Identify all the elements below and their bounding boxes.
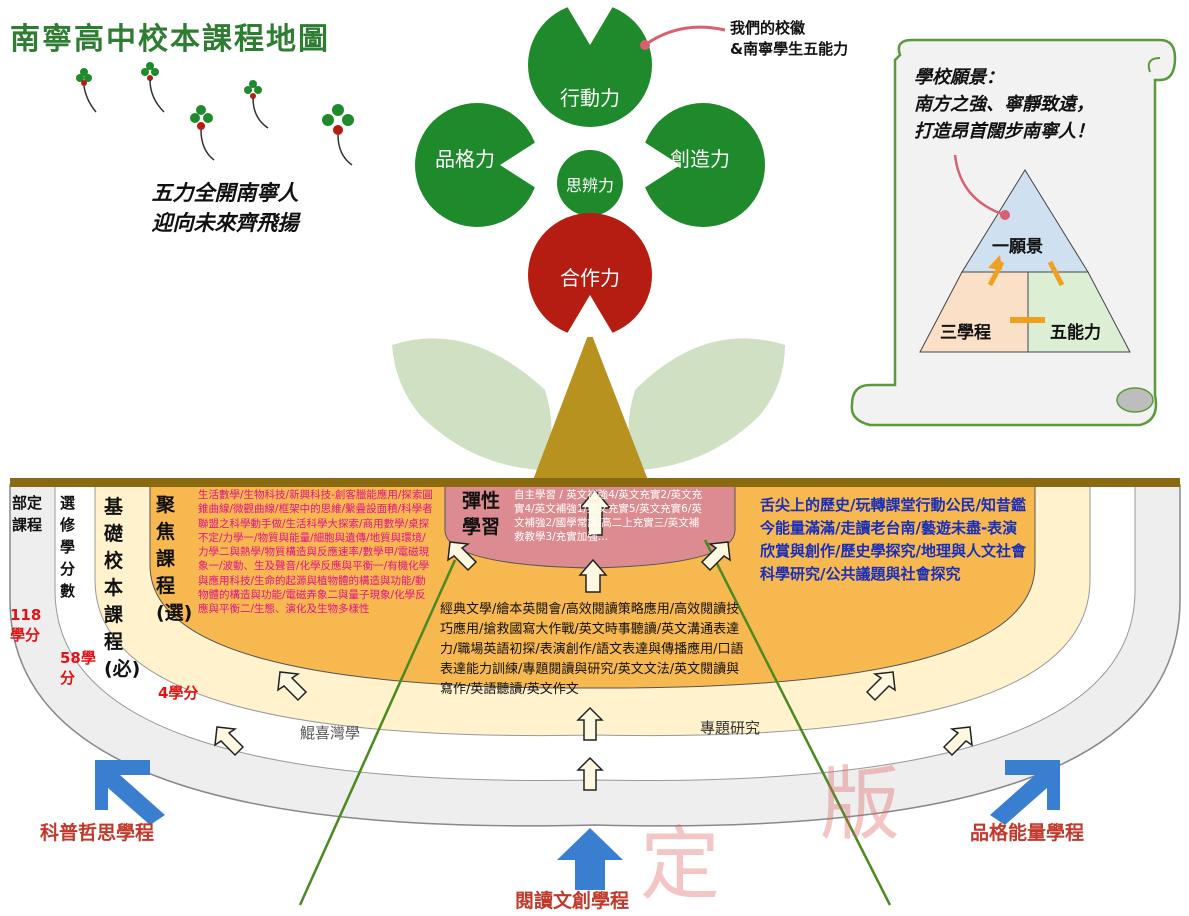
program-arrows: [95, 760, 1060, 890]
ability-thinking: 思辨力: [565, 176, 614, 195]
badge-pointer: [644, 25, 726, 47]
taiwan-studies-label: 鯤喜灣學: [300, 724, 361, 742]
ability-action: 行動力: [560, 86, 620, 110]
petal-creativity: [641, 103, 765, 227]
right-leaf: [628, 338, 785, 470]
clover-icon: [76, 62, 354, 166]
page-title: 南寧高中校本課程地圖: [10, 22, 330, 57]
ability-character: 品格力: [435, 147, 495, 171]
ring-elective-label: 選修學分數: [60, 494, 76, 600]
program-reading: 閱讀文創學程: [515, 890, 630, 912]
badge-note: 我們的校徽 &南寧學生五能力: [730, 18, 848, 60]
ability-cooperation: 合作力: [560, 266, 620, 290]
focus-courses: 生活數學/生物科技/新興科技-創客臘能應用/探索圓錐曲線/微觀曲線/框架中的思維…: [198, 489, 433, 616]
divider-left: [298, 559, 457, 906]
ground-bar: [10, 478, 1180, 487]
humanities-courses: 舌尖上的歷史/玩轉課堂行動公民/知昔鑑今能量滿滿/走讀老台南/藝遊未盡-表演欣賞…: [760, 496, 1026, 583]
vision-text: 學校願景： 南方之強、寧靜致遠， 打造昂首闊步南寧人！: [914, 64, 1154, 145]
badge-note-line-2: &南寧學生五能力: [730, 40, 849, 58]
ministry-credits: 118學分: [10, 606, 42, 644]
watermark-char-2: 版: [820, 758, 900, 851]
petal-thinking: [557, 150, 623, 216]
focus-credits: 4學分: [158, 684, 199, 702]
ring-ministry-label: 部定課程: [12, 494, 43, 534]
vision-line-1: 南方之強、寧靜致遠，: [914, 94, 1094, 115]
vision-heading: 學校願景：: [914, 67, 1004, 88]
ring-basic-label: 基礎校本課程(必): [104, 496, 141, 680]
research-label: 專題研究: [700, 719, 761, 737]
up-arrows: [214, 488, 973, 791]
vision-pyramid: [919, 154, 1131, 353]
program-character: 品格能量學程: [970, 822, 1085, 844]
pyramid-programs: 三學程: [940, 323, 991, 343]
vision-line-2: 打造昂首闊步南寧人！: [914, 121, 1094, 142]
language-courses: 經典文學/繪本英閱會/高效閱讀策略應用/高效閱讀技巧應用/搶救國寫大作戰/英文時…: [440, 602, 744, 697]
ring-flex-label: 彈性學習: [461, 490, 500, 538]
ability-creativity: 創造力: [670, 147, 730, 171]
slogan: 五力全開南寧人 迎向未來齊飛揚: [120, 178, 330, 238]
left-leaf: [392, 338, 552, 470]
elective-credits: 58學分: [60, 649, 96, 687]
slogan-line-2: 迎向未來齊飛揚: [151, 211, 299, 235]
divider-right: [703, 539, 892, 906]
badge-note-line-1: 我們的校徽: [730, 19, 806, 37]
petal-character: [415, 103, 539, 227]
ring-focus-label: 聚焦課程(選): [156, 494, 193, 624]
petal-cooperation: [528, 213, 652, 337]
stem-triangle: [533, 330, 648, 480]
petal-action: [528, 3, 652, 127]
flex-courses: 自主學習 / 英文補強4/英文充實2/英文充實4/英文補強1/英文充實5/英文充…: [514, 489, 703, 543]
program-science: 科普哲思學程: [40, 822, 155, 844]
watermark-char-1: 定: [640, 818, 720, 911]
slogan-line-1: 五力全開南寧人: [151, 181, 299, 205]
pyramid-abilities: 五能力: [1050, 323, 1101, 343]
pyramid-vision: 一願景: [992, 237, 1043, 257]
